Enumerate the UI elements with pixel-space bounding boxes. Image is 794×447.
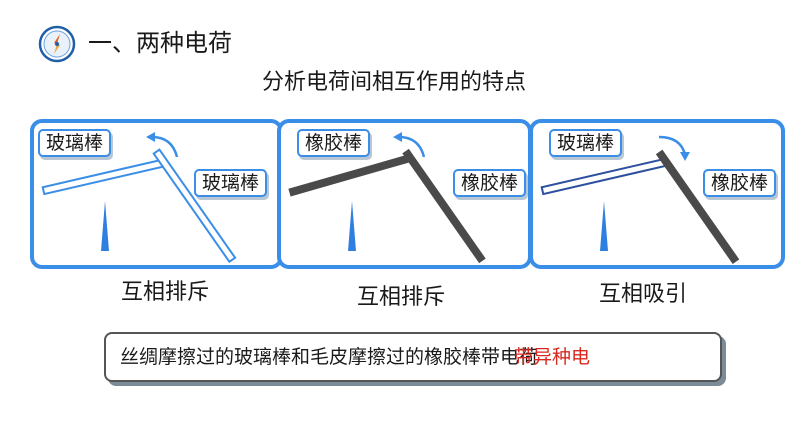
- conclusion-box: 丝绸摩擦过的玻璃棒和毛皮摩擦过的橡胶棒带电荷 带异种电: [104, 332, 722, 382]
- stand-icon: [101, 201, 109, 251]
- suspended-glass-rod: [540, 157, 668, 196]
- experiment-panel-glass-glass: 玻璃棒 玻璃棒: [30, 119, 283, 269]
- suspended-glass-rod: [41, 157, 169, 196]
- conclusion-answer-overlay: 带异种电: [514, 346, 591, 368]
- counterclockwise-arrow-icon: [398, 135, 426, 158]
- stand-icon: [348, 201, 356, 251]
- panel-caption: 互相排斥: [121, 280, 210, 305]
- suspended-rubber-rod: [288, 153, 414, 197]
- section-subheading: 分析电荷间相互作用的特点: [262, 70, 527, 95]
- experiment-panel-glass-rubber: 玻璃棒 橡胶棒: [529, 119, 785, 269]
- conclusion-text: 丝绸摩擦过的玻璃棒和毛皮摩擦过的橡胶棒带电荷: [120, 346, 539, 368]
- approaching-glass-rod: [152, 148, 237, 264]
- top-label: 玻璃棒: [549, 129, 623, 157]
- top-label: 橡胶棒: [297, 129, 371, 157]
- panel-caption: 互相吸引: [599, 282, 688, 307]
- approaching-rubber-rod: [655, 149, 740, 264]
- counterclockwise-arrow-icon: [151, 135, 179, 158]
- experiment-panel-rubber-rubber: 橡胶棒 橡胶棒: [277, 119, 532, 269]
- side-label: 橡胶棒: [703, 169, 777, 197]
- section-heading: 一、两种电荷: [88, 29, 232, 57]
- side-label: 玻璃棒: [194, 169, 268, 197]
- approaching-rubber-rod: [402, 148, 486, 264]
- side-label: 橡胶棒: [453, 169, 527, 197]
- compass-icon: [38, 25, 76, 63]
- panel-caption: 互相排斥: [357, 285, 446, 310]
- top-label: 玻璃棒: [38, 129, 112, 157]
- stand-icon: [600, 201, 608, 251]
